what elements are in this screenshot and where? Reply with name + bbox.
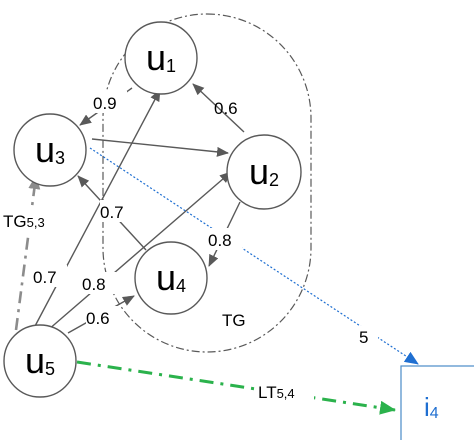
lt54-label-bg [256, 379, 314, 403]
weight-bg-u4-u3 [100, 200, 134, 222]
edge-weights: 0.9 0.6 0.8 0.7 0.7 0.8 0.6 [33, 91, 242, 328]
rating-label-bg [356, 326, 378, 348]
node-u3-label: u3 [35, 129, 65, 170]
node-u5: u5 [3, 324, 77, 398]
item-i4-box [400, 365, 474, 440]
node-u3: u3 [13, 113, 87, 187]
edge-u5-u1 [33, 89, 161, 329]
tg-region-boundary [102, 13, 312, 353]
node-u1-circle [124, 21, 198, 95]
edge-u5-i4-latent [76, 360, 396, 415]
tg53-label-bg [0, 208, 56, 232]
node-u2-circle [226, 134, 302, 210]
weight-bg-u5-u4 [86, 306, 120, 328]
edge-u2-u1 [192, 83, 245, 133]
weight-bg-u5-u2 [82, 272, 116, 294]
node-u2: u2 [226, 134, 302, 210]
item-i4: i4 [400, 365, 474, 440]
weight-bg-u5-u1 [33, 265, 67, 287]
node-u4: u4 [134, 241, 208, 315]
weight-u2-u4: 0.8 [208, 231, 232, 250]
weight-u5-u1: 0.7 [33, 268, 57, 287]
edge-u3-u2 [91, 138, 229, 157]
node-u1-label: u1 [146, 37, 176, 78]
weight-u4-u3: 0.7 [100, 203, 124, 222]
edge-u5-u2 [47, 171, 232, 331]
node-u1: u1 [124, 21, 198, 95]
weight-u5-u2: 0.8 [82, 275, 106, 294]
weight-bg-u1-u3 [93, 91, 127, 113]
weight-u5-u4: 0.6 [86, 309, 110, 328]
weight-bg-u2-u4 [208, 228, 242, 250]
weight-u2-u1: 0.6 [214, 99, 238, 118]
node-u2-label: u2 [249, 151, 279, 192]
node-u3-circle [13, 113, 87, 187]
node-u4-label: u4 [156, 257, 186, 298]
lt54-label: LT5,4 [258, 383, 295, 402]
node-u4-circle [134, 241, 208, 315]
node-u5-label: u5 [25, 340, 55, 381]
item-i4-label: i4 [424, 392, 439, 422]
tg53-label: TG5,3 [3, 212, 45, 231]
edge-u3-i4-rating [89, 147, 419, 365]
tg-region-label: TG [222, 311, 246, 330]
weight-u1-u3: 0.9 [93, 94, 117, 113]
rating-label: 5 [359, 328, 368, 347]
node-u5-circle [3, 324, 77, 398]
edge-u5-u3-tg [14, 175, 41, 331]
